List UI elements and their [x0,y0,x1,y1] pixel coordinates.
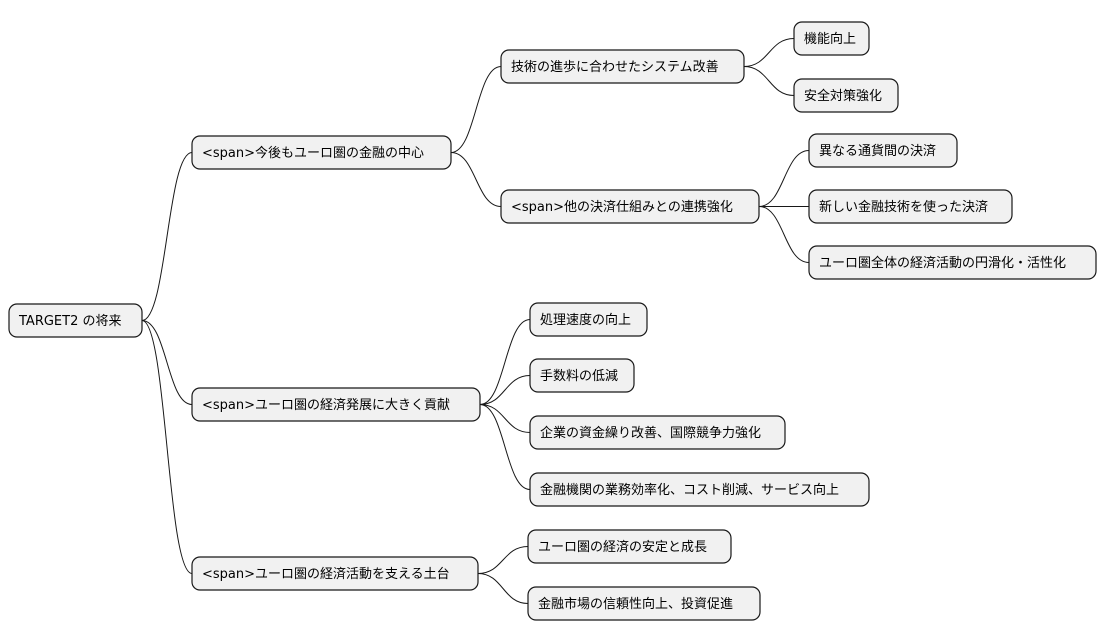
subbranch-node-label-0-1: <span>他の決済仕組みとの連携強化 [511,199,733,215]
branch-node-box-2 [191,556,479,591]
leaf-node-label-1-0: 処理速度の向上 [540,312,631,328]
leaf-node-0-0-0: 機能向上 [793,21,870,56]
leaf-node-box-0-0-1 [793,78,899,113]
edge-1-2 [479,404,531,433]
edge-1-0 [479,319,531,405]
leaf-node-2-0: ユーロ圏の経済の安定と成長 [527,529,732,564]
branch-node-label-2: <span>ユーロ圏の経済活動を支える土台 [202,566,450,582]
edge-0-0 [450,66,502,153]
leaf-node-2-1: 金融市場の信頼性向上、投資促進 [527,586,761,621]
branch-node-box-0 [191,135,452,170]
edge-1-1 [479,375,531,405]
root-node: TARGET2 の将来 [8,303,143,338]
leaf-node-1-3: 金融機関の業務効率化、コスト削減、サービス向上 [529,472,870,507]
edge-0-1-0 [758,150,810,207]
leaf-node-0-0-1: 安全対策強化 [793,78,899,113]
leaf-node-box-0-0-0 [793,21,870,56]
leaf-node-label-0-0-0: 機能向上 [804,31,856,47]
leaf-node-label-1-2: 企業の資金繰り改善、国際競争力強化 [540,425,761,441]
subbranch-node-0-1: <span>他の決済仕組みとの連携強化 [500,189,760,224]
leaf-node-label-2-0: ユーロ圏の経済の安定と成長 [538,539,707,555]
leaf-node-1-2: 企業の資金繰り改善、国際競争力強化 [529,415,786,450]
branch-node-box-1 [191,387,481,422]
leaf-node-1-1: 手数料の低減 [529,358,635,393]
edge-0-1-2 [758,206,810,263]
subbranch-node-label-0-0: 技術の進歩に合わせたシステム改善 [511,59,719,75]
root-node-box [8,303,143,338]
leaf-node-box-0-1-2 [808,245,1097,280]
leaf-node-box-0-1-1 [808,189,1013,224]
edge-root-1 [141,320,193,405]
leaf-node-box-2-1 [527,586,761,621]
leaf-node-label-2-1: 金融市場の信頼性向上、投資促進 [538,596,733,612]
leaf-node-label-0-0-1: 安全対策強化 [804,88,882,104]
branch-node-1: <span>ユーロ圏の経済発展に大きく貢献 [191,387,481,422]
root-node-label: TARGET2 の将来 [18,314,122,329]
branch-node-0: <span>今後もユーロ圏の金融の中心 [191,135,452,170]
leaf-node-box-1-3 [529,472,870,507]
leaf-node-1-0: 処理速度の向上 [529,302,648,337]
leaf-node-0-1-1: 新しい金融技術を使った決済 [808,189,1013,224]
edge-1-3 [479,404,531,490]
edge-0-0-0 [743,38,795,67]
branch-node-label-1: <span>ユーロ圏の経済発展に大きく貢献 [202,397,450,413]
subbranch-node-0-0: 技術の進歩に合わせたシステム改善 [500,49,745,84]
edge-0-1 [450,152,502,207]
leaf-node-box-0-1-0 [808,133,958,168]
branch-node-label-0: <span>今後もユーロ圏の金融の中心 [202,145,424,161]
leaf-node-label-0-1-0: 異なる通貨間の決済 [819,143,936,159]
leaf-node-box-2-0 [527,529,732,564]
mindmap-edges [141,38,810,604]
edge-2-0 [477,546,529,574]
leaf-node-box-1-2 [529,415,786,450]
leaf-node-box-1-1 [529,358,635,393]
leaf-node-label-0-1-1: 新しい金融技術を使った決済 [819,199,988,215]
leaf-node-box-1-0 [529,302,648,337]
subbranch-node-box-0-1 [500,189,760,224]
edge-0-0-1 [743,66,795,96]
leaf-node-0-1-0: 異なる通貨間の決済 [808,133,958,168]
edge-2-1 [477,573,529,604]
leaf-node-0-1-2: ユーロ圏全体の経済活動の円滑化・活性化 [808,245,1097,280]
leaf-node-label-0-1-2: ユーロ圏全体の経済活動の円滑化・活性化 [819,255,1066,271]
edge-root-0 [141,152,193,321]
leaf-node-label-1-1: 手数料の低減 [540,368,618,384]
subbranch-node-box-0-0 [500,49,745,84]
branch-node-2: <span>ユーロ圏の経済活動を支える土台 [191,556,479,591]
leaf-node-label-1-3: 金融機関の業務効率化、コスト削減、サービス向上 [540,482,839,498]
edge-root-2 [141,320,193,574]
